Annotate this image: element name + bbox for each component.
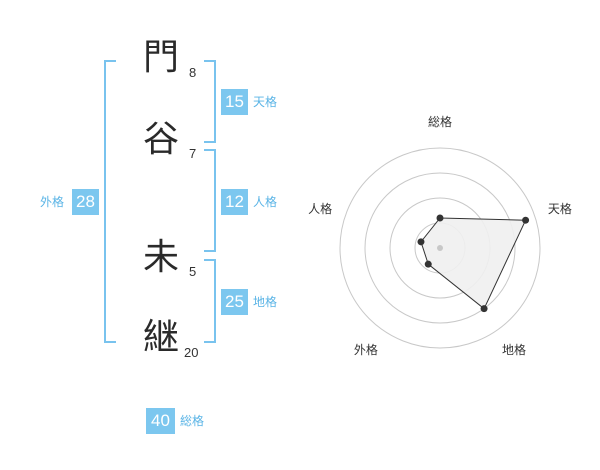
name-char-4: 継 (143, 317, 180, 358)
radar-point-2 (522, 216, 530, 224)
jinkaku-bracket (204, 149, 216, 252)
radar-area (420, 217, 527, 310)
radar-point-3 (480, 305, 488, 313)
radar-center-dot (437, 245, 443, 251)
stroke-count-1: 8 (189, 65, 197, 80)
stroke-count-2: 7 (189, 146, 197, 161)
radar-axis-label: 外格 (354, 342, 378, 357)
tenkaku-value-badge: 15 (221, 89, 248, 115)
name-char-2: 谷 (143, 119, 180, 160)
radar-ring (339, 147, 541, 349)
radar-axis-label: 天格 (548, 201, 572, 216)
name-char-1: 門 (143, 37, 180, 78)
jinkaku-label: 人格 (253, 195, 278, 209)
radar-point-5 (417, 238, 425, 246)
tenkaku-bracket (204, 60, 216, 143)
radar-point-1 (436, 214, 444, 222)
jinkaku-value-badge: 12 (221, 189, 248, 215)
gaikaku-bracket (104, 60, 116, 343)
stroke-count-3: 5 (189, 264, 197, 279)
gaikaku-value-badge: 28 (72, 189, 99, 215)
chikaku-label: 地格 (253, 295, 278, 309)
tenkaku-label: 天格 (253, 95, 278, 109)
soukaku-label: 総格 (180, 414, 205, 428)
radar-axis-label: 総格 (428, 114, 452, 129)
chikaku-bracket (204, 259, 216, 343)
stroke-count-4: 20 (184, 345, 199, 360)
gaikaku-label: 外格 (40, 195, 65, 209)
radar-axis-label: 人格 (308, 201, 332, 216)
chikaku-value-badge: 25 (221, 289, 248, 315)
radar-point-4 (424, 260, 432, 268)
soukaku-value-badge: 40 (146, 408, 175, 434)
radar-ring (364, 172, 516, 324)
radar-axis-label: 地格 (502, 342, 526, 357)
name-char-3: 未 (143, 237, 180, 278)
